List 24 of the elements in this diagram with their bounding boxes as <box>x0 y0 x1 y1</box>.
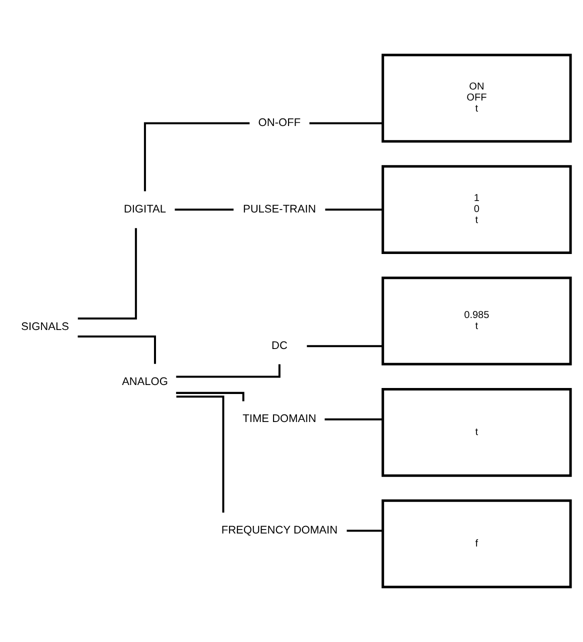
node-text: TIME DOMAIN <box>242 413 316 426</box>
connector <box>176 392 244 402</box>
connector <box>78 336 156 364</box>
node-box: ON OFF t <box>382 54 572 143</box>
node-text: ON-OFF <box>258 117 301 130</box>
connector <box>325 208 383 211</box>
connector <box>324 418 383 420</box>
node-text: ANALOG <box>122 376 168 388</box>
node-box: t <box>382 388 572 477</box>
node-text: PULSE-TRAIN <box>242 203 316 216</box>
connector <box>144 122 250 192</box>
node-box: 0.985 t <box>382 276 572 366</box>
node-text: SIGNALS <box>21 320 69 333</box>
connector <box>174 208 234 211</box>
node-box: 1 0 t <box>382 165 572 254</box>
node-text: DIGITAL <box>124 203 166 216</box>
connector <box>78 228 137 320</box>
connector <box>346 530 383 532</box>
connector <box>309 122 383 124</box>
connector <box>176 396 224 513</box>
connector <box>306 345 383 348</box>
node-text: FREQUENCY DOMAIN <box>221 524 338 537</box>
node-text: DC <box>271 340 288 352</box>
node-box: f <box>382 499 572 588</box>
